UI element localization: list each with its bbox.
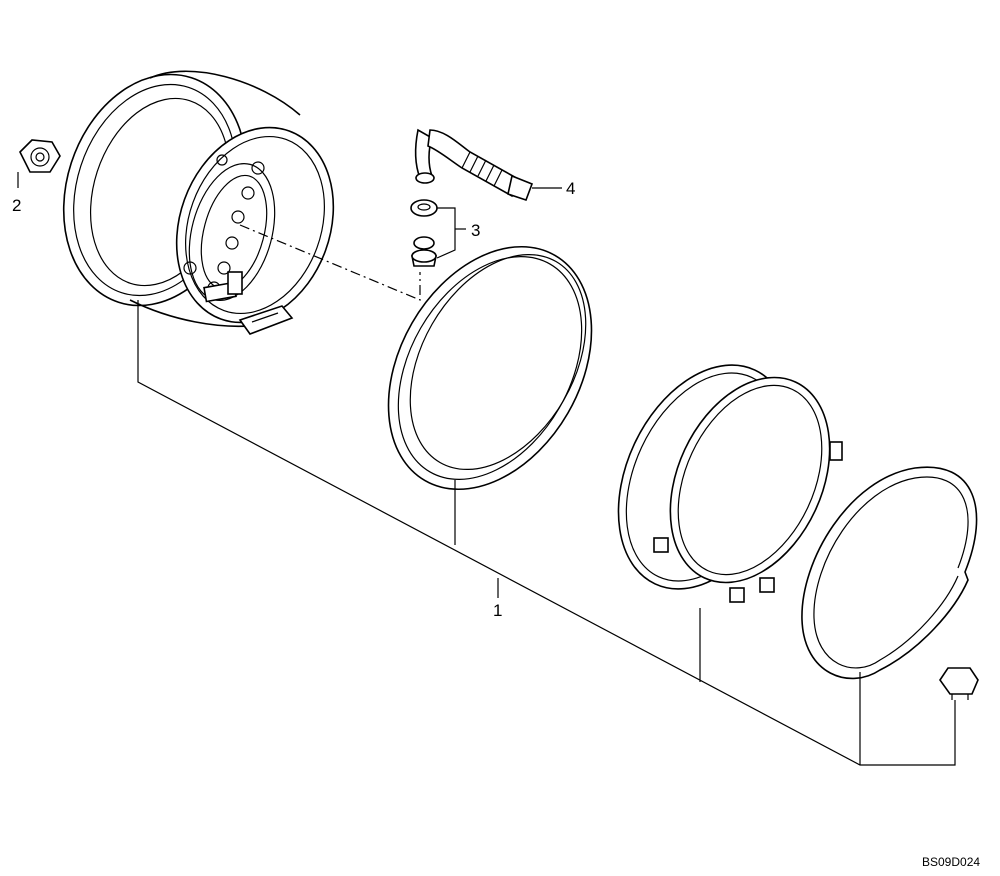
callout-1: 1: [493, 601, 502, 620]
callout-3: 3: [471, 221, 480, 240]
side-ring: [387, 245, 593, 491]
valve-centerline: [239, 224, 421, 301]
split-lock-ring: [801, 466, 978, 680]
valve-stem: [414, 128, 562, 202]
callout-2: 2: [12, 196, 21, 215]
drawing-code: BS09D024: [922, 855, 980, 869]
valve-washers: [410, 199, 466, 267]
retaining-key: [939, 667, 979, 700]
lug-nut: [17, 139, 61, 188]
callout-4: 4: [566, 179, 575, 198]
wheel-rim: [62, 70, 335, 335]
flange-ring: [617, 364, 843, 603]
assembly-leader-lines: [137, 300, 956, 766]
